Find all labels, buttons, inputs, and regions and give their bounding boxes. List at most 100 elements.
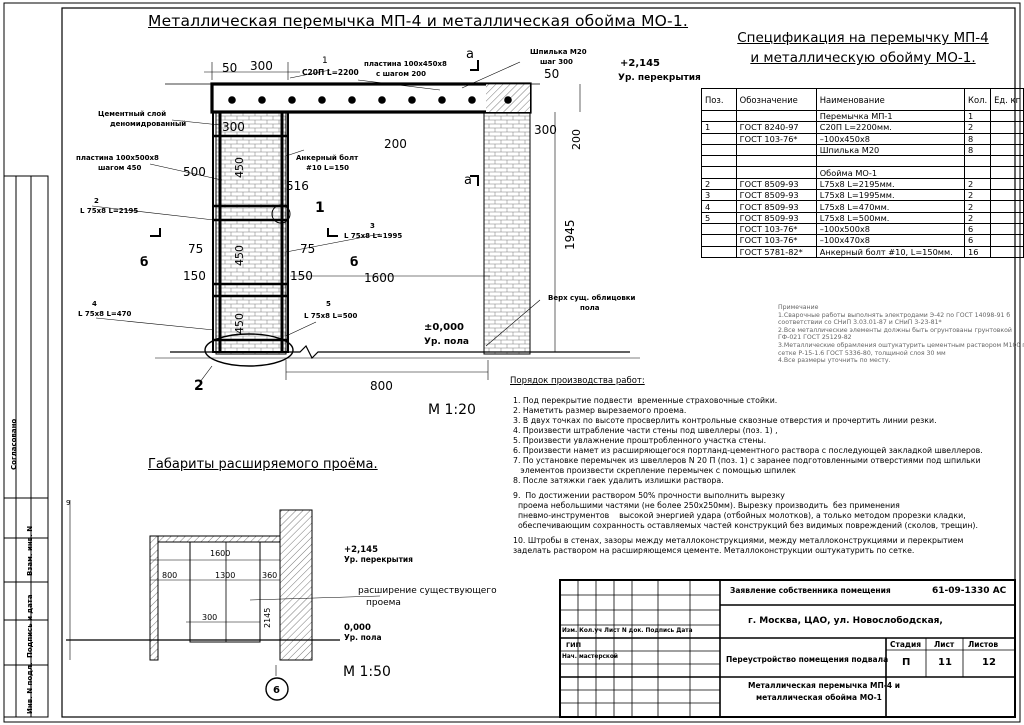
spec-cell: 2 (964, 211, 992, 224)
spec-cell: 8 (964, 132, 992, 145)
label-plate-450: пластина 100х450х8 (364, 60, 447, 68)
label-dim-1600: 1600 (364, 271, 395, 285)
label-pos1-top: 1 (322, 56, 328, 66)
section-mark-b-left (150, 228, 161, 237)
spec-cell: –100х470х8 (815, 234, 966, 247)
label-cement-1: Цементный слой (98, 110, 166, 118)
spec-cell: С20П L=2200мм. (815, 121, 966, 134)
small-elevation (66, 500, 381, 701)
spec-cell: 4 (701, 200, 737, 213)
spec-cell: ГОСТ 8240-97 (735, 121, 817, 134)
stamp-col-headers: Изм. Кол.уч Лист N док. Подпись Дата (562, 628, 693, 634)
axis-marker-label: 6 (273, 685, 280, 696)
axis-marker (265, 677, 289, 701)
work-step: 3. В двух точках по высоте просверлить к… (513, 416, 937, 425)
work-step: 9. По достижении раствором 50% прочности… (513, 491, 785, 500)
small-floor: Ур. пола (344, 633, 382, 642)
label-anchor: Анкерный болт (296, 154, 359, 162)
spec-cell (735, 155, 817, 168)
spec-cell (990, 143, 1024, 157)
small-d800: 800 (162, 571, 177, 580)
spec-cell (990, 234, 1024, 247)
work-step: 5. Произвести увлажнение проштробленного… (513, 436, 767, 445)
spec-cell: Анкерный болт #10, L=150мм. (815, 245, 966, 258)
spec-title: Спецификация на перемычку МП-4 и металли… (718, 28, 1008, 68)
spec-cell: 5 (701, 211, 737, 224)
small-elev: +2,145 (344, 545, 378, 555)
wall-right-masonry (483, 109, 531, 355)
label-pos3: 3 (370, 222, 375, 230)
side-label-sign: Подпись и дата (26, 594, 34, 658)
spec-cell (701, 222, 737, 236)
note-line: 1.Сварочные работы выполнять электродами… (778, 311, 1011, 319)
label-pos2-len: L 75х8 L=2195 (80, 207, 138, 215)
label-step-450: шагом 450 (98, 164, 142, 172)
spec-cell (990, 121, 1024, 134)
inner-frame (61, 7, 1016, 718)
small-expand-2: проема (366, 598, 401, 608)
small-d1300: 1300 (215, 571, 235, 580)
label-dim-500: 500 (183, 165, 206, 179)
spec-cell: Шпилька М20 (815, 143, 966, 157)
small-d360: 360 (262, 571, 277, 580)
node-circle-1 (271, 204, 291, 224)
spec-cell: 2 (964, 177, 992, 191)
work-step: 4. Произвести штрабление части стены под… (513, 426, 778, 435)
spec-header-cell: Поз. (701, 88, 737, 111)
title-block (559, 579, 1016, 718)
label-step-200: с шагом 200 (376, 70, 426, 78)
label-node-2: 2 (194, 378, 204, 394)
spec-header-cell: Наименование (815, 88, 966, 111)
label-section-a-top: а (466, 47, 474, 62)
spec-cell (990, 211, 1024, 224)
label-dim-150b: 150 (290, 269, 313, 283)
elevation-labels: 50 300 1 С20П L=2200 пластина 100х450х8 … (76, 47, 701, 394)
spec-cell: 16 (964, 245, 992, 258)
label-dim-200-h: 200 (384, 137, 407, 151)
spec-cell: 2 (964, 200, 992, 213)
side-label-inv: Инв. N подл. (26, 662, 34, 714)
label-cement-2: деномидрованный (110, 120, 186, 128)
note-line: соответствии со СНиП 3.03.01-87 и СНиП 3… (778, 319, 942, 327)
stamp-sheet-title-1: Металлическая перемычка МП-4 и (748, 681, 900, 690)
spec-cell: Перемычка МП-1 (815, 109, 966, 123)
work-step: обеспечивающим сохранность оставляемых ч… (513, 521, 978, 530)
spec-cell: L75х8 L=470мм. (815, 200, 966, 213)
spec-cell: ГОСТ 8509-93 (735, 200, 817, 213)
label-dim-75a: 75 (188, 242, 203, 256)
spec-cell (990, 109, 1024, 123)
spec-cell: ГОСТ 103-76* (735, 234, 817, 247)
spec-cell: L75х8 L=2195мм. (815, 177, 966, 191)
label-dim-50-left: 50 (222, 61, 237, 75)
work-step: элементов произвести скрепление перемыче… (513, 466, 796, 475)
small-slab: Ур. перекрытия (344, 555, 413, 564)
spec-cell (990, 177, 1024, 191)
label-floor: Ур. пола (424, 337, 469, 347)
spec-cell (964, 155, 992, 168)
spec-cell (701, 245, 737, 258)
label-dim-150a: 150 (183, 269, 206, 283)
stud-holes (228, 96, 512, 104)
spec-row (701, 155, 1024, 168)
stamp-sheet-title-2: металлическая обойма МО-1 (756, 693, 882, 702)
label-dim-300-left: 300 (222, 120, 245, 134)
spec-cell: ГОСТ 8509-93 (735, 189, 817, 202)
stamp-address: г. Москва, ЦАО, ул. Новослободская, (748, 616, 943, 626)
spec-cell (701, 234, 737, 247)
spec-cell: 3 (701, 189, 737, 202)
spec-cell (990, 222, 1024, 236)
small-d1600: 1600 (210, 549, 230, 558)
label-c20p: С20П L=2200 (302, 68, 359, 77)
spec-cell: L75х8 L=500мм. (815, 211, 966, 224)
main-elevation (91, 60, 640, 383)
work-step: 7. По установке перемычек из швеллеров N… (513, 456, 981, 465)
spec-row: Обойма МО-1 (701, 166, 1024, 179)
small-d2145: 2145 (263, 608, 272, 628)
spec-cell: –100х450х8 (815, 132, 966, 145)
spec-header-cell: Кол. (964, 88, 992, 111)
spec-title-line2: и металлическую обойму МО-1. (750, 50, 976, 66)
spec-cell: Обойма МО-1 (815, 166, 966, 179)
